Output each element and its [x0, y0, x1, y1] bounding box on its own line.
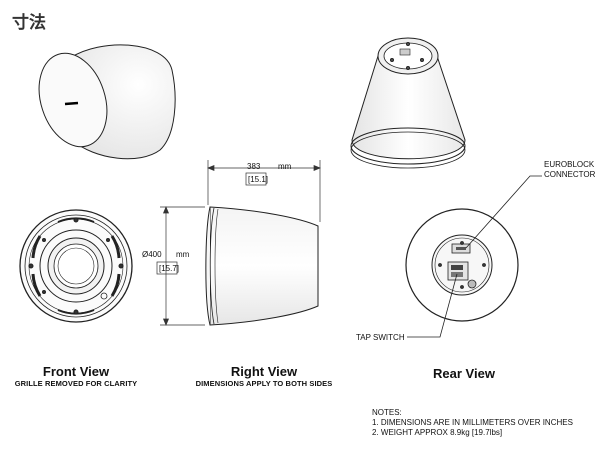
right-view-subtitle: DIMENSIONS APPLY TO BOTH SIDES — [195, 379, 333, 388]
notes-line-2: 2. WEIGHT APPROX 8.9kg [19.7lbs] — [372, 428, 503, 437]
front-view-subtitle: GRILLE REMOVED FOR CLARITY — [14, 379, 138, 388]
notes-heading: NOTES: — [372, 408, 402, 417]
rear-view-drawing — [405, 208, 519, 322]
euroblock-callout-line2: CONNECTOR — [544, 170, 596, 179]
iso-front-speaker — [38, 44, 176, 160]
right-view-drawing — [205, 206, 319, 326]
diameter-unit: mm — [176, 250, 190, 259]
dimension-lines — [160, 160, 321, 326]
front-view-title: Front View — [42, 364, 110, 379]
right-view-title: Right View — [230, 364, 298, 379]
length-value: 383 — [247, 162, 261, 171]
front-view-drawing — [19, 209, 133, 323]
tap-switch-callout: TAP SWITCH — [356, 333, 405, 342]
page-title: 寸法 — [12, 13, 46, 33]
notes-line-1: 1. DIMENSIONS ARE IN MILLIMETERS OVER IN… — [372, 418, 573, 427]
diameter-value: Ø400 — [142, 250, 162, 259]
dimension-brackets — [156, 172, 267, 275]
iso-rear-speaker — [350, 37, 466, 169]
length-inches: [15.1] — [248, 175, 269, 184]
length-unit: mm — [278, 162, 292, 171]
rear-view-title: Rear View — [433, 366, 495, 381]
diameter-inches: [15.7] — [159, 264, 180, 273]
euroblock-callout-line1: EUROBLOCK — [544, 160, 595, 169]
leader-lines — [407, 175, 542, 338]
